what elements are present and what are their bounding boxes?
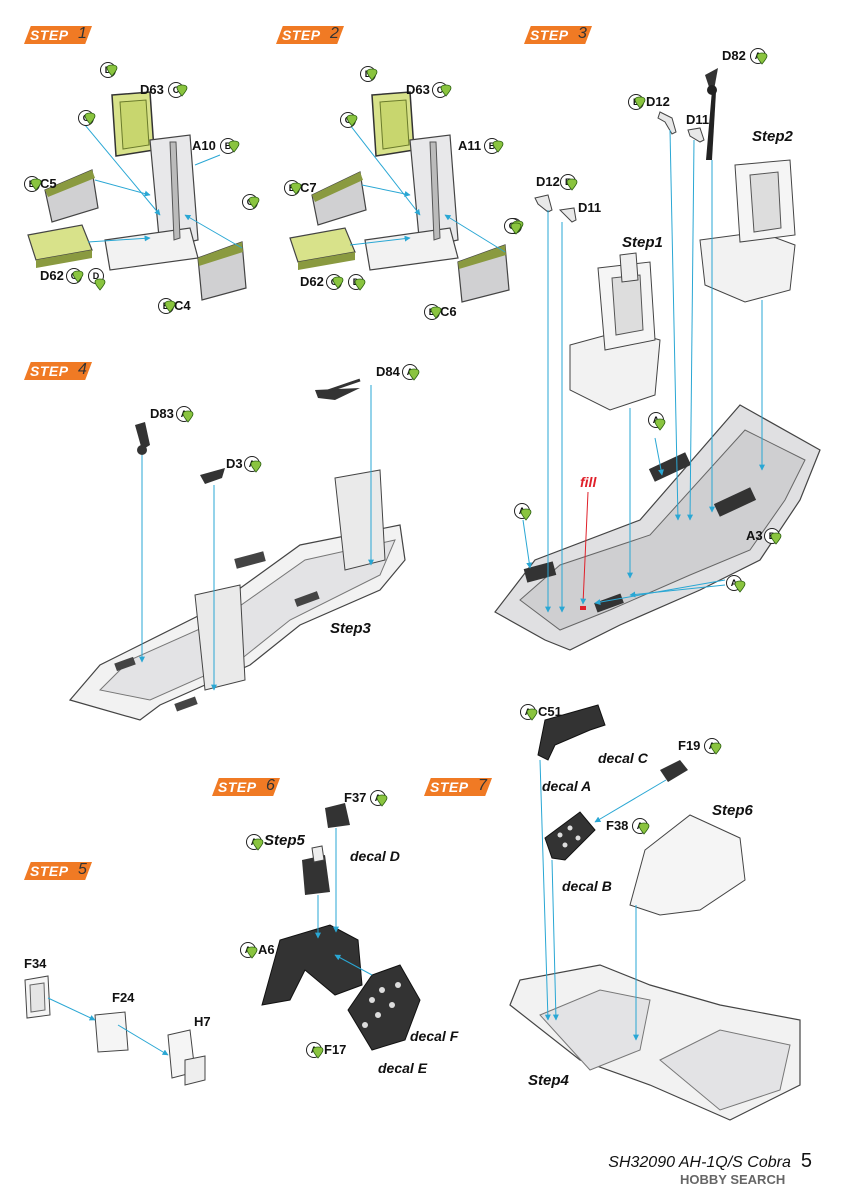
decal-f-label: decal F [410,1028,459,1044]
part-c4-label: C4 [174,298,191,313]
step7-parts [509,704,801,1121]
step3-reference-label: Step3 [330,620,371,637]
part-f37-label: F37 [344,790,367,805]
watermark-text: HOBBY SEARCH [680,1172,786,1187]
part-d11-label: D11 [578,200,602,215]
footer-title: SH32090 AH-1Q/S Cobra 5 [608,1150,812,1173]
decal-c-label: decal C [598,750,648,766]
step-1-label: STEP [30,27,69,43]
part-d62-label: D62 [40,268,64,283]
step-5-number: 5 [78,861,87,878]
step-2-number: 2 [330,25,339,42]
step1-reference-label: Step1 [622,234,663,251]
part-f38-label: F38 [606,818,629,833]
step-3-label: STEP [530,27,569,43]
step-5-label: STEP [30,863,69,879]
part-a3-label: A3 [746,528,763,543]
part-d63-label: D63 [140,82,164,97]
part-c7-label: C7 [300,180,317,195]
step4-reference-label: Step4 [528,1072,569,1089]
part-f24-label: F24 [112,990,135,1005]
part-c51-label: C51 [538,704,562,719]
part-f17-label: F17 [324,1042,347,1057]
fill-label: fill [580,474,597,490]
part-c6-label: C6 [440,304,457,319]
step-6-label: STEP [218,779,257,795]
step5-reference-label: Step5 [264,832,305,849]
step-2-label: STEP [282,27,321,43]
step6-parts [261,803,421,1051]
step-4-number: 4 [78,361,87,378]
step-4-tag: STEP 4 [24,361,92,380]
step-7-label: STEP [430,779,469,795]
part-d83-label: D83 [150,406,174,421]
step3-cockpit-tub [494,68,821,651]
part-a11-label: A11 [458,138,482,153]
step-1-number: 1 [78,25,87,42]
step5-parts [24,975,206,1086]
part-d11-label: D11 [686,112,710,127]
part-d62-label: D62 [300,274,324,289]
step-7-number: 7 [478,777,487,794]
step-2-tag: STEP 2 [276,25,344,44]
step-6-tag: STEP 6 [212,777,280,796]
step2-seat-assembly [289,91,510,303]
step-6-number: 6 [266,777,275,794]
part-a6-label: A6 [258,942,275,957]
part-d12-label: D12 [536,174,560,189]
step-4-label: STEP [30,363,69,379]
part-d12-label: D12 [646,94,670,109]
decal-b-label: decal B [562,878,612,894]
step-3-tag: STEP 3 [524,25,592,44]
part-d82-label: D82 [722,48,746,63]
step4-cockpit [68,378,406,721]
decal-d-label: decal D [350,848,400,864]
part-d3-label: D3 [226,456,243,471]
step-1-tag: STEP 1 [24,25,92,44]
part-a10-label: A10 [192,138,216,153]
decal-e-label: decal E [378,1060,428,1076]
part-f19-label: F19 [678,738,701,753]
step2-reference-label: Step2 [752,128,793,145]
step1-seat-assembly [27,91,247,301]
footer-model-text: SH32090 AH-1Q/S Cobra [608,1154,791,1171]
decal-a-label: decal A [542,778,592,794]
step-3-number: 3 [578,25,587,42]
step-5-tag: STEP 5 [24,861,92,880]
part-f34-label: F34 [24,956,47,971]
step6-reference-label: Step6 [712,802,753,819]
page-number: 5 [800,1150,812,1172]
step-7-tag: STEP 7 [424,777,492,796]
part-d63-label: D63 [406,82,430,97]
part-h7-label: H7 [194,1014,211,1029]
part-c5-label: C5 [40,176,57,191]
part-d84-label: D84 [376,364,400,379]
